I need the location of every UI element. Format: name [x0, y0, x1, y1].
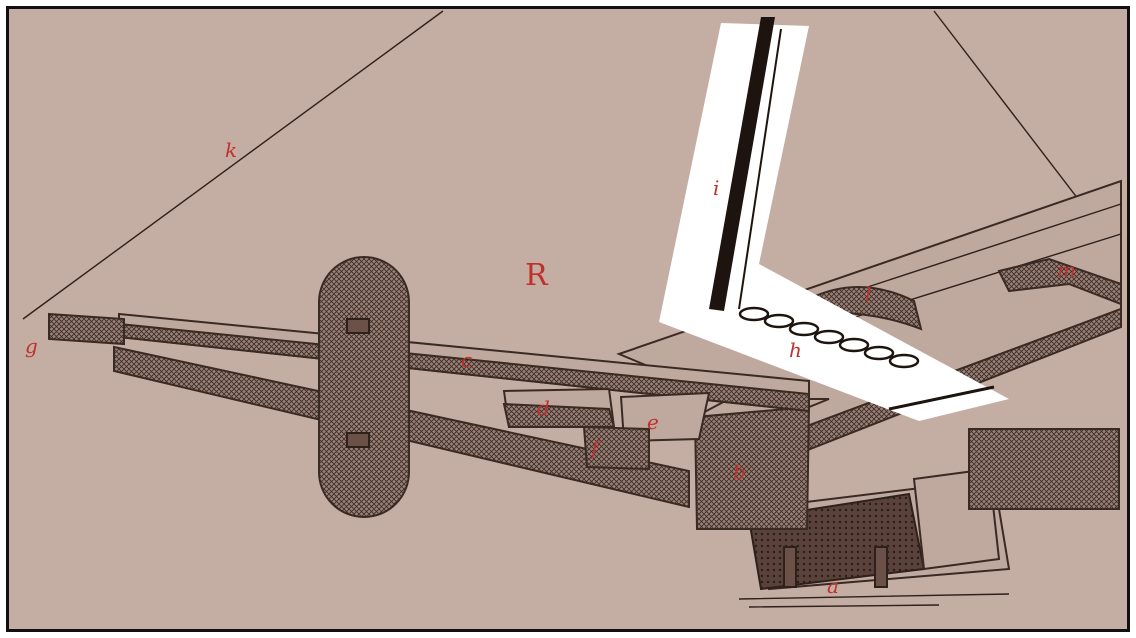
label-d: d — [537, 396, 550, 420]
illustration-frame: k R g c d e f b a h i l m — [6, 6, 1130, 632]
label-i: i — [713, 176, 719, 200]
block-f — [582, 425, 650, 471]
label-c: c — [461, 348, 472, 372]
label-m: m — [1057, 258, 1076, 282]
label-b: b — [733, 460, 746, 484]
label-R: R — [525, 258, 549, 293]
oval-plate — [318, 256, 410, 518]
label-h: h — [789, 338, 802, 362]
label-a: a — [827, 574, 839, 598]
label-l: l — [865, 282, 871, 306]
pillar-b — [693, 405, 811, 530]
side-support — [968, 428, 1120, 510]
guide-line-k — [22, 10, 444, 320]
post-i — [709, 17, 775, 311]
bracket-m — [997, 257, 1122, 306]
mechanism-diagram: k R g c d e f b a h i l m — [22, 10, 1122, 608]
label-e: e — [647, 410, 659, 434]
chain-h — [738, 306, 920, 369]
label-g: g — [25, 334, 38, 358]
label-k: k — [225, 138, 237, 162]
handle-g — [48, 312, 125, 346]
